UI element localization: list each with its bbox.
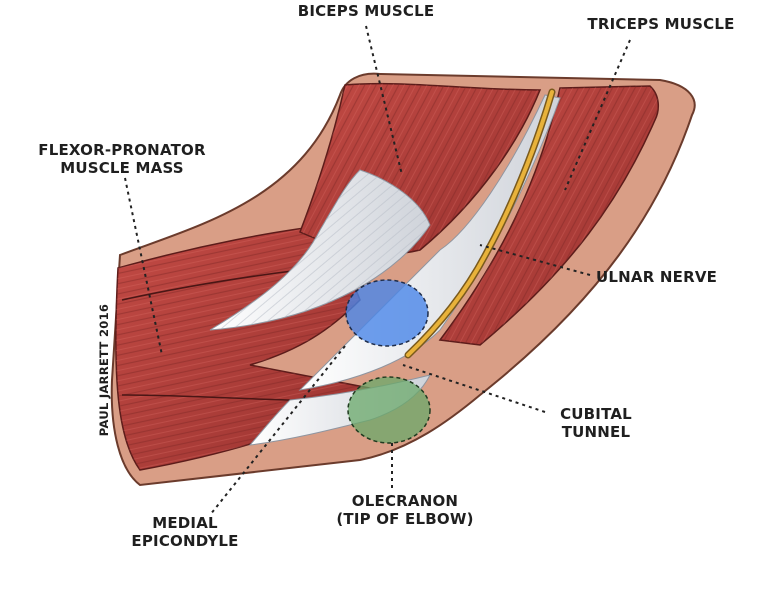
label-olecranon: OLECRANON (TIP OF ELBOW) (330, 492, 480, 528)
triceps-fiber-texture (440, 86, 659, 345)
leader-biceps (365, 25, 403, 176)
label-flexor-line1: FLEXOR-PRONATOR (38, 141, 206, 159)
label-olecranon-line1: OLECRANON (351, 492, 459, 510)
label-medial-line1: MEDIAL (152, 514, 218, 532)
label-cubital-line1: CUBITAL (560, 405, 632, 423)
leader-flexor (124, 177, 163, 356)
label-flexor-line2: MUSCLE MASS (60, 159, 184, 177)
label-ulnar-nerve: ULNAR NERVE (596, 268, 718, 286)
label-triceps-muscle: TRICEPS MUSCLE (587, 15, 735, 33)
medial-epicondyle-marker (345, 279, 429, 347)
label-olecranon-line2: (TIP OF ELBOW) (336, 510, 474, 528)
label-medial-epicondyle: MEDIAL EPICONDYLE (117, 514, 253, 550)
ulnar-nerve-highlight (406, 90, 554, 357)
artist-credit: PAUL JARRETT 2016 (97, 303, 111, 437)
label-flexor-pronator-muscle-mass: FLEXOR-PRONATOR MUSCLE MASS (16, 141, 228, 177)
label-cubital-line2: TUNNEL (561, 423, 631, 441)
muscle-division-line (121, 269, 301, 301)
label-cubital-tunnel: CUBITAL TUNNEL (548, 405, 644, 441)
leader-ulnar-nerve (479, 244, 591, 276)
biceps-tendon-texture (210, 170, 430, 330)
leader-lines (124, 25, 631, 516)
label-medial-line2: EPICONDYLE (131, 532, 239, 550)
label-biceps-muscle: BICEPS MUSCLE (297, 2, 435, 20)
olecranon-marker (347, 376, 431, 444)
leader-medial-epicondyle (209, 345, 346, 516)
